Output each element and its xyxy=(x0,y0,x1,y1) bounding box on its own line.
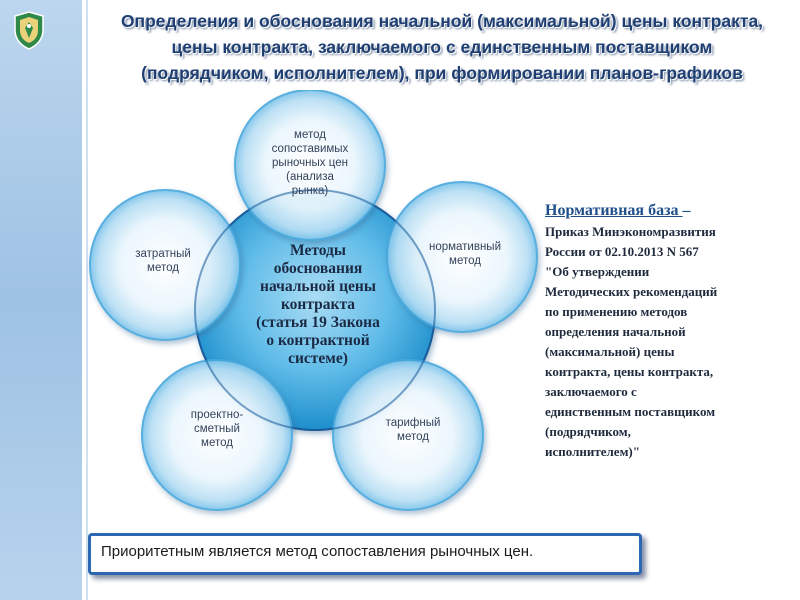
method-label-line: (анализа xyxy=(286,171,334,183)
normative-line: "Об утверждении xyxy=(545,264,650,279)
normative-line: (подрядчиком, xyxy=(545,424,631,439)
method-label-line: метод xyxy=(449,255,481,267)
methods-diagram: Методы обоснования начальной цены контра… xyxy=(80,90,550,520)
side-bar-divider xyxy=(82,0,86,600)
center-label-line: системе) xyxy=(288,350,348,367)
method-label-line: метод xyxy=(147,262,179,274)
side-bar-divider-thin xyxy=(86,0,88,600)
method-label-tariff: тарифный метод xyxy=(363,416,463,444)
method-label-line: рыночных цен xyxy=(272,157,348,169)
normative-heading-dash: – xyxy=(682,202,691,219)
normative-line: контракта, цены контракта, xyxy=(545,364,714,379)
slide-title: Определения и обоснования начальной (мак… xyxy=(92,8,792,86)
normative-line: Методических рекомендаций xyxy=(545,284,718,299)
method-label-line: тарифный xyxy=(385,417,441,429)
title-line: Определения и обоснования начальной (мак… xyxy=(120,11,764,31)
normative-base-heading: Нормативная база – xyxy=(545,200,790,222)
method-label-line: затратный xyxy=(135,248,191,260)
priority-note-box: Приоритетным является метод сопоставлени… xyxy=(88,533,642,575)
center-label-line: (статья 19 Закона xyxy=(256,314,380,331)
title-line: (подрядчиком, исполнителем), при формиро… xyxy=(141,63,743,83)
method-label-market: метод сопоставимых рыночных цен (анализа… xyxy=(255,128,365,198)
normative-line: Приказ Минэкономразвития xyxy=(545,224,716,239)
center-label: Методы обоснования начальной цены контра… xyxy=(220,242,416,368)
method-circle-cost xyxy=(89,189,241,341)
method-label-line: сметный xyxy=(194,423,240,435)
title-line: цены контракта, заключаемого с единствен… xyxy=(171,37,713,57)
normative-line: заключаемого с xyxy=(545,384,637,399)
diagram-shapes xyxy=(89,90,538,511)
normative-base-block: Нормативная база – Приказ Минэкономразви… xyxy=(545,200,790,462)
center-label-line: обоснования xyxy=(273,260,363,277)
center-label-line: о контрактной xyxy=(266,332,370,349)
method-circle-market xyxy=(234,90,386,241)
normative-heading-text: Нормативная база xyxy=(545,202,683,219)
center-circle-outline xyxy=(194,189,436,431)
normative-line: определения начальной xyxy=(545,324,686,339)
normative-line: по применению методов xyxy=(545,304,688,319)
method-label-line: рынка) xyxy=(291,185,329,197)
method-label-design: проектно- сметный метод xyxy=(162,408,272,450)
normative-line: (максимальной) цены xyxy=(545,344,675,359)
left-side-bar xyxy=(0,0,82,600)
method-label-line: нормативный xyxy=(428,241,502,253)
normative-line: единственным поставщиком xyxy=(545,404,716,419)
center-label-line: Методы xyxy=(290,242,346,259)
method-label-line: метод xyxy=(397,431,429,443)
method-label-line: сопоставимых xyxy=(271,143,349,155)
emblem-icon xyxy=(14,11,44,50)
method-circle-tariff xyxy=(332,359,484,511)
method-label-line: проектно- xyxy=(190,409,244,421)
normative-line: России от 02.10.2013 N 567 xyxy=(545,244,699,259)
center-label-line: контракта xyxy=(280,296,356,313)
method-circle-normative xyxy=(386,181,538,333)
method-label-cost: затратный метод xyxy=(113,247,213,275)
method-label-line: метод xyxy=(201,437,233,449)
priority-note-text: Приоритетным является метод сопоставлени… xyxy=(101,543,534,560)
method-circle-design xyxy=(141,359,293,511)
method-label-line: метод xyxy=(294,129,326,141)
normative-line: исполнителем)" xyxy=(545,444,640,459)
method-label-normative: нормативный метод xyxy=(410,240,520,268)
center-label-line: начальной цены xyxy=(260,278,376,295)
